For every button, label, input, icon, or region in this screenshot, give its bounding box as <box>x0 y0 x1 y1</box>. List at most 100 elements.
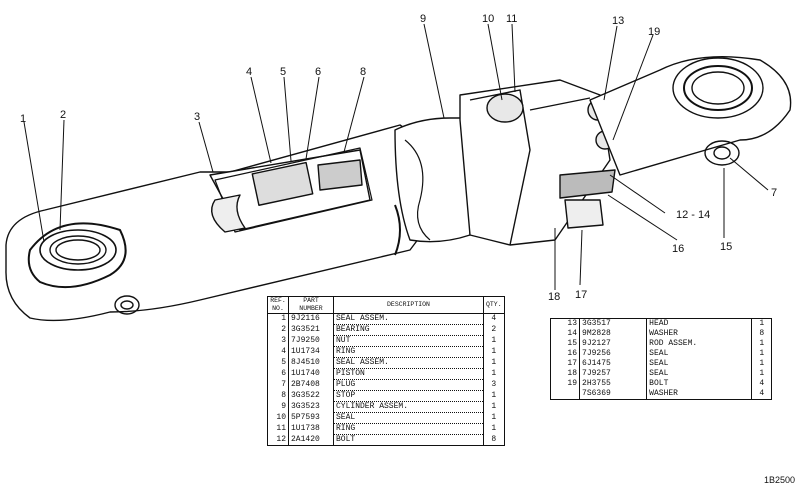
ref-no-cell: 16 <box>550 349 581 359</box>
description-cell: ROD ASSEM. <box>646 339 753 349</box>
part-number-cell: 3G3521 <box>288 324 334 336</box>
table-header-row: REF. NO. PART NUMBER DESCRIPTION QTY. <box>267 296 505 314</box>
col-header-part-number: PART NUMBER <box>288 296 334 314</box>
callout-label: 2 <box>60 109 66 121</box>
leader-lines <box>23 23 769 290</box>
drawing-number: 1B2500 <box>763 475 795 485</box>
ref-no-cell: 10 <box>267 412 289 424</box>
part-number-cell: 1U1740 <box>288 368 334 380</box>
qty-cell: 1 <box>759 349 765 358</box>
part-number-cell: 1U1738 <box>288 423 334 435</box>
ref-no-cell: 3 <box>267 335 289 347</box>
ref-no-cell: 17 <box>550 359 581 369</box>
description-cell: CYLINDER ASSEM. <box>333 401 484 413</box>
part-number-cell: 7J9257 <box>579 369 648 379</box>
ref-no-cell: 8 <box>267 390 289 402</box>
ref-no-cell: 18 <box>550 369 581 379</box>
qty-cell: 1 <box>759 339 765 348</box>
qty-cell: 1 <box>759 359 765 368</box>
col-header-qty: QTY. <box>483 296 505 314</box>
qty-cell: 1 <box>491 424 497 433</box>
part-number-cell: 9J2127 <box>579 339 648 349</box>
callout-label: 5 <box>280 66 286 78</box>
part-number-cell: 3G3523 <box>288 401 334 413</box>
description-cell: RING <box>333 346 484 358</box>
description-cell: SEAL <box>646 359 753 369</box>
callout-label: 12 - 14 <box>676 209 710 221</box>
ref-no-cell: 12 <box>267 434 289 446</box>
callout-label: 15 <box>720 241 732 253</box>
callout-label: 9 <box>420 13 426 25</box>
description-cell: SEAL ASSEM. <box>333 357 484 369</box>
ref-no-cell: 2 <box>267 324 289 336</box>
description-cell: HEAD <box>646 318 753 329</box>
ref-no-cell: 4 <box>267 346 289 358</box>
part-number-cell: 9J2116 <box>288 313 334 325</box>
callout-label: 19 <box>648 26 660 38</box>
qty-cell: 4 <box>491 314 497 324</box>
callout-label: 18 <box>548 291 560 303</box>
qty-cell: 1 <box>491 336 497 345</box>
ref-no-cell: 19 <box>550 379 581 389</box>
description-cell: WASHER <box>646 329 753 339</box>
qty-cell: 1 <box>491 413 497 422</box>
qty-cell: 3 <box>491 380 497 389</box>
part-number-cell: 7S6369 <box>579 389 648 400</box>
part-number-cell: 2B7408 <box>288 379 334 391</box>
qty-cell: 1 <box>491 391 497 400</box>
qty-cell: 1 <box>759 369 765 378</box>
description-cell: SEAL <box>333 412 484 424</box>
description-cell: SEAL <box>646 369 753 379</box>
callout-label: 13 <box>612 15 624 27</box>
callout-label: 17 <box>575 289 587 301</box>
part-number-cell: 2A1420 <box>288 434 334 446</box>
part-number-cell: 7J9250 <box>288 335 334 347</box>
part-number-cell: 7J9256 <box>579 349 648 359</box>
callout-label: 8 <box>360 66 366 78</box>
part-number-cell: 5P7593 <box>288 412 334 424</box>
description-cell: STOP <box>333 390 484 402</box>
qty-cell: 1 <box>759 319 765 328</box>
part-number-cell: 1U1734 <box>288 346 334 358</box>
qty-cell: 1 <box>491 402 497 411</box>
part-number-cell: 8J4510 <box>288 357 334 369</box>
callout-label: 6 <box>315 66 321 78</box>
qty-cell: 1 <box>491 358 497 367</box>
callout-label: 4 <box>246 66 252 78</box>
description-cell: BEARING <box>333 324 484 336</box>
ref-no-cell <box>550 389 581 400</box>
description-cell: BOLT <box>333 434 484 446</box>
ref-no-cell: 13 <box>550 318 581 329</box>
ref-no-cell: 11 <box>267 423 289 435</box>
qty-cell: 8 <box>491 434 497 444</box>
callout-label: 3 <box>194 111 200 123</box>
part-number-cell: 2H3755 <box>579 379 648 389</box>
qty-cell: 1 <box>491 369 497 378</box>
part-number-cell: 3G3517 <box>579 318 648 329</box>
description-cell: RING <box>333 423 484 435</box>
description-cell: SEAL ASSEM. <box>333 313 484 325</box>
qty-cell: 4 <box>759 379 765 388</box>
description-cell: PLUG <box>333 379 484 391</box>
qty-cell: 1 <box>491 347 497 356</box>
cylinder-head <box>394 79 616 246</box>
